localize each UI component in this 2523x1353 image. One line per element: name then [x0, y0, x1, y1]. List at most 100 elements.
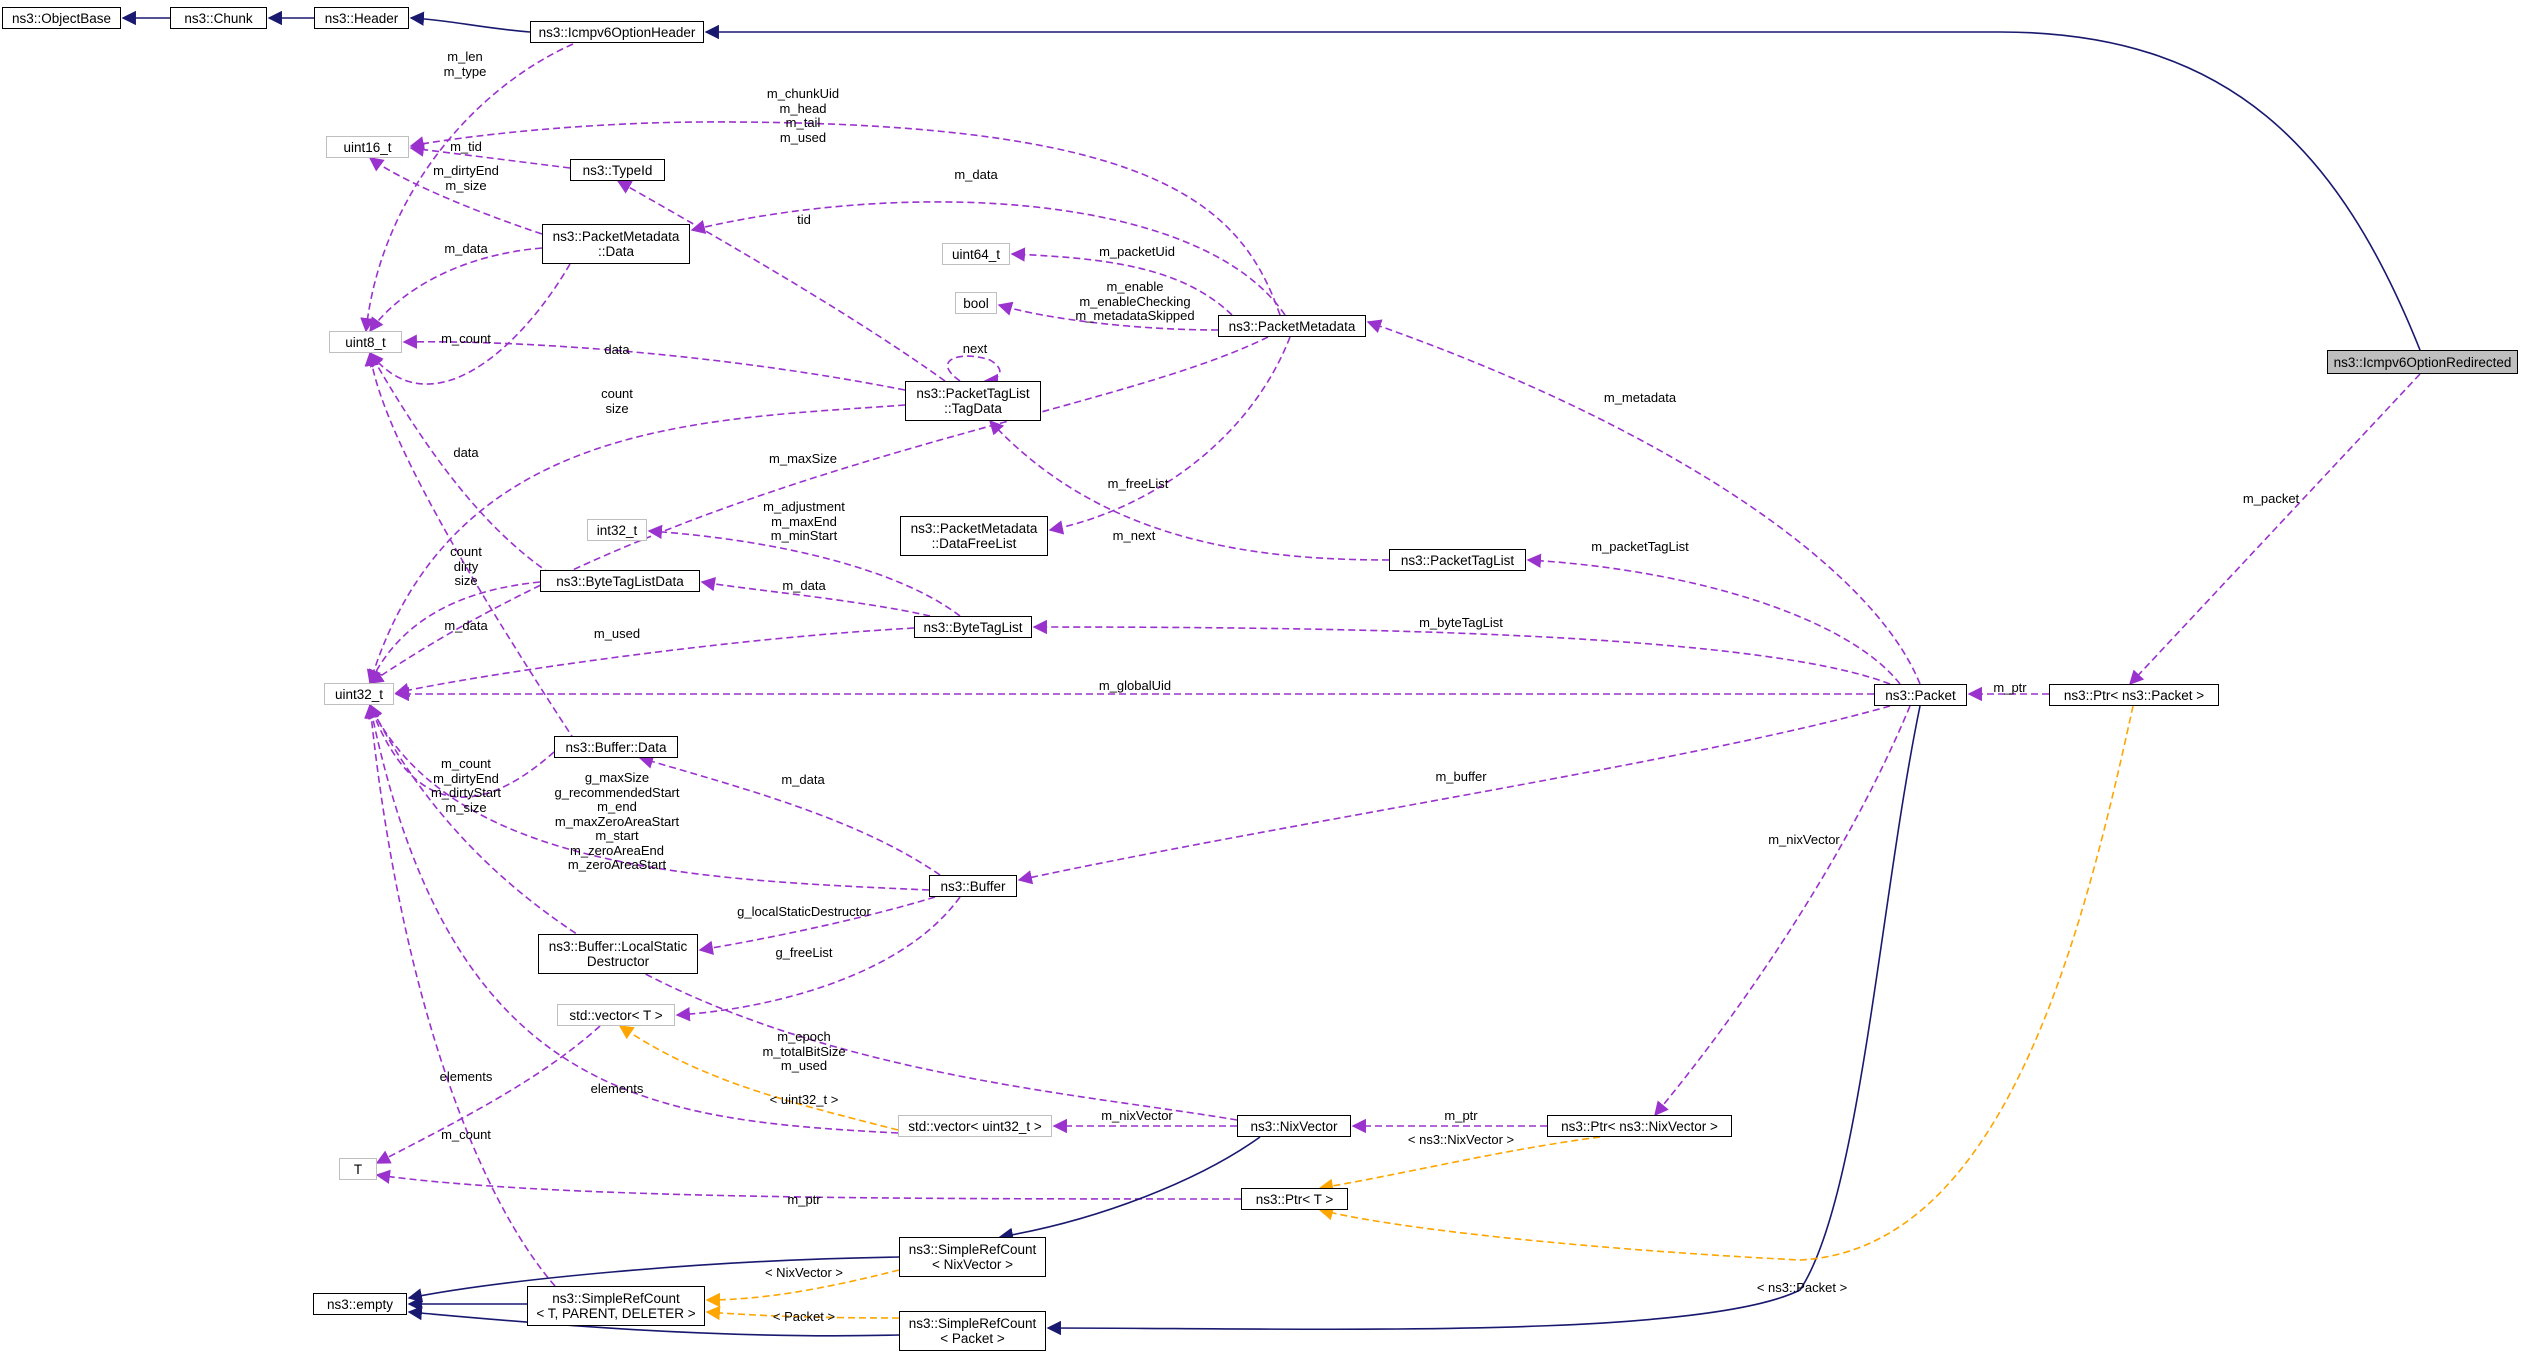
edge-label: m_len m_type [443, 49, 487, 79]
node-header[interactable]: ns3::Header [314, 7, 409, 29]
node-bool[interactable]: bool [955, 292, 997, 314]
node-icmpv6-option-header[interactable]: ns3::Icmpv6OptionHeader [530, 21, 704, 43]
edge-mnext [989, 419, 1390, 561]
edge-optionheader-header [409, 11, 531, 33]
edge-label: m_data [781, 772, 825, 787]
node-packet-metadata-data-free-list[interactable]: ns3::PacketMetadata ::DataFreeList [900, 516, 1048, 556]
node-packet-tag-list[interactable]: ns3::PacketTagList [1389, 549, 1526, 571]
edge-dirtyend-size [368, 157, 543, 235]
node-packet-metadata[interactable]: ns3::PacketMetadata [1218, 315, 1366, 337]
edge-label: m_buffer [1435, 769, 1487, 784]
node-buffer[interactable]: ns3::Buffer [929, 875, 1017, 897]
node-uint16-t[interactable]: uint16_t [326, 136, 409, 158]
edge-mptr-t [375, 1169, 1242, 1200]
node-type-id[interactable]: ns3::TypeId [570, 159, 665, 181]
edge-enable [997, 301, 1219, 331]
edge-label: m_data [954, 167, 998, 182]
edge-nixvector-field [1654, 705, 1911, 1117]
node-object-base[interactable]: ns3::ObjectBase [2, 7, 121, 29]
node-uint8-t[interactable]: uint8_t [329, 331, 402, 353]
node-uint32-t[interactable]: uint32_t [324, 683, 394, 705]
node-packet-metadata-data[interactable]: ns3::PacketMetadata ::Data [542, 224, 690, 264]
edge-label: m_enable m_enableChecking m_metadataSkip… [1075, 279, 1195, 323]
edge-label: m_tid [450, 139, 482, 154]
edge-label: data [453, 445, 479, 460]
node-ptr-packet[interactable]: ns3::Ptr< ns3::Packet > [2049, 684, 2219, 706]
node-byte-tag-list-data[interactable]: ns3::ByteTagListData [540, 570, 700, 592]
node-packet-tag-list-tag-data[interactable]: ns3::PacketTagList ::TagData [905, 381, 1041, 421]
edge-maxsize [368, 336, 1269, 684]
edge-label: m_next [1112, 528, 1156, 543]
edge-label: m_packetUid [1099, 244, 1175, 259]
node-buffer-local-static-destructor[interactable]: ns3::Buffer::LocalStatic Destructor [538, 934, 698, 974]
edge-nix-tpl [705, 1269, 900, 1308]
node-byte-tag-list[interactable]: ns3::ByteTagList [914, 616, 1032, 638]
node-int32-t[interactable]: int32_t [587, 519, 647, 541]
edge-count-dirty-size [369, 581, 541, 685]
edge-used [394, 627, 915, 697]
edge-bytetaglist [1032, 619, 1891, 685]
edge-m-packet [2129, 373, 2421, 686]
edge-mbuffer [1017, 705, 1891, 885]
edge-elements1 [375, 1025, 601, 1164]
node-uint64-t[interactable]: uint64_t [942, 243, 1010, 265]
edge-label: < ns3::Packet > [1756, 1280, 1848, 1295]
node-nix-vector[interactable]: ns3::NixVector [1237, 1115, 1351, 1137]
node-ptr-t[interactable]: ns3::Ptr< T > [1241, 1188, 1348, 1210]
node-chunk[interactable]: ns3::Chunk [170, 7, 267, 29]
edge-label: m_packet [2242, 491, 2300, 506]
edge-label: m_count [441, 331, 491, 346]
edge-data-btl [369, 351, 561, 581]
node-simple-ref-count-generic[interactable]: ns3::SimpleRefCount < T, PARENT, DELETER… [527, 1286, 705, 1326]
edge-label: g_freeList [775, 945, 833, 960]
edge-label: < uint32_t > [769, 1092, 839, 1107]
edge-label: m_maxSize [769, 451, 837, 466]
edge-freelist [1048, 336, 1291, 535]
node-t[interactable]: T [339, 1158, 377, 1180]
node-simple-ref-count-nix-vector[interactable]: ns3::SimpleRefCount < NixVector > [899, 1237, 1046, 1277]
edge-count8 [369, 263, 571, 385]
edge-buf-sizes [369, 703, 930, 891]
edge-tid [409, 142, 571, 169]
edge-buf-counts [367, 703, 555, 798]
edge-pm-data [690, 201, 1286, 316]
edge-pmd-data [369, 247, 543, 333]
edge-packet-tpl [705, 1305, 900, 1321]
edge-label: < NixVector > [764, 1265, 844, 1280]
edge-label: m_globalUid [1098, 678, 1172, 693]
edge-epoch [369, 703, 1238, 1121]
edge-label: tid [797, 212, 811, 227]
edge-label: m_used [593, 626, 641, 641]
node-ptr-nix-vector[interactable]: ns3::Ptr< ns3::NixVector > [1547, 1115, 1732, 1137]
edge-srcpacket-empty [407, 1305, 900, 1337]
edge-label: m_ptr [1993, 680, 2027, 695]
edge-label: data [604, 342, 630, 357]
edge-label: m_nixVector [1101, 1108, 1173, 1123]
node-std-vector-t[interactable]: std::vector< T > [557, 1004, 675, 1026]
node-packet[interactable]: ns3::Packet [1874, 684, 1967, 706]
edge-label: m_nixVector [1768, 832, 1840, 847]
edge-label: < Packet > [772, 1309, 836, 1324]
edge-count-size [366, 404, 906, 685]
node-buffer-data[interactable]: ns3::Buffer::Data [554, 736, 678, 758]
edge-label: next [962, 341, 988, 356]
edge-buf-data [638, 754, 941, 876]
node-std-vector-uint32-t[interactable]: std::vector< uint32_t > [898, 1115, 1052, 1137]
node-empty[interactable]: ns3::empty [313, 1293, 407, 1315]
edge-label: m_packetTagList [1591, 539, 1689, 554]
edge-label: m_data [444, 618, 488, 633]
edge-label: m_count [441, 1127, 491, 1142]
edge-uint32-tpl [618, 1025, 899, 1131]
node-icmpv6-option-redirected[interactable]: ns3::Icmpv6OptionRedirected [2327, 350, 2518, 374]
edge-redirected-optionheader [704, 24, 2421, 351]
edge-label: m_data [444, 241, 488, 256]
edge-label: m_freeList [1107, 476, 1169, 491]
edge-label: m_dirtyEnd m_size [433, 163, 499, 193]
edge-label: g_localStaticDestructor [737, 904, 871, 919]
edge-label: m_count m_dirtyEnd m_dirtyStart m_size [430, 756, 502, 815]
edge-btl-data [700, 577, 931, 617]
edge-label: < ns3::NixVector > [1407, 1132, 1515, 1147]
edge-nixvector-tpl [1318, 1136, 1601, 1194]
node-simple-ref-count-packet[interactable]: ns3::SimpleRefCount < Packet > [899, 1311, 1046, 1351]
edge-label: count size [601, 386, 633, 416]
